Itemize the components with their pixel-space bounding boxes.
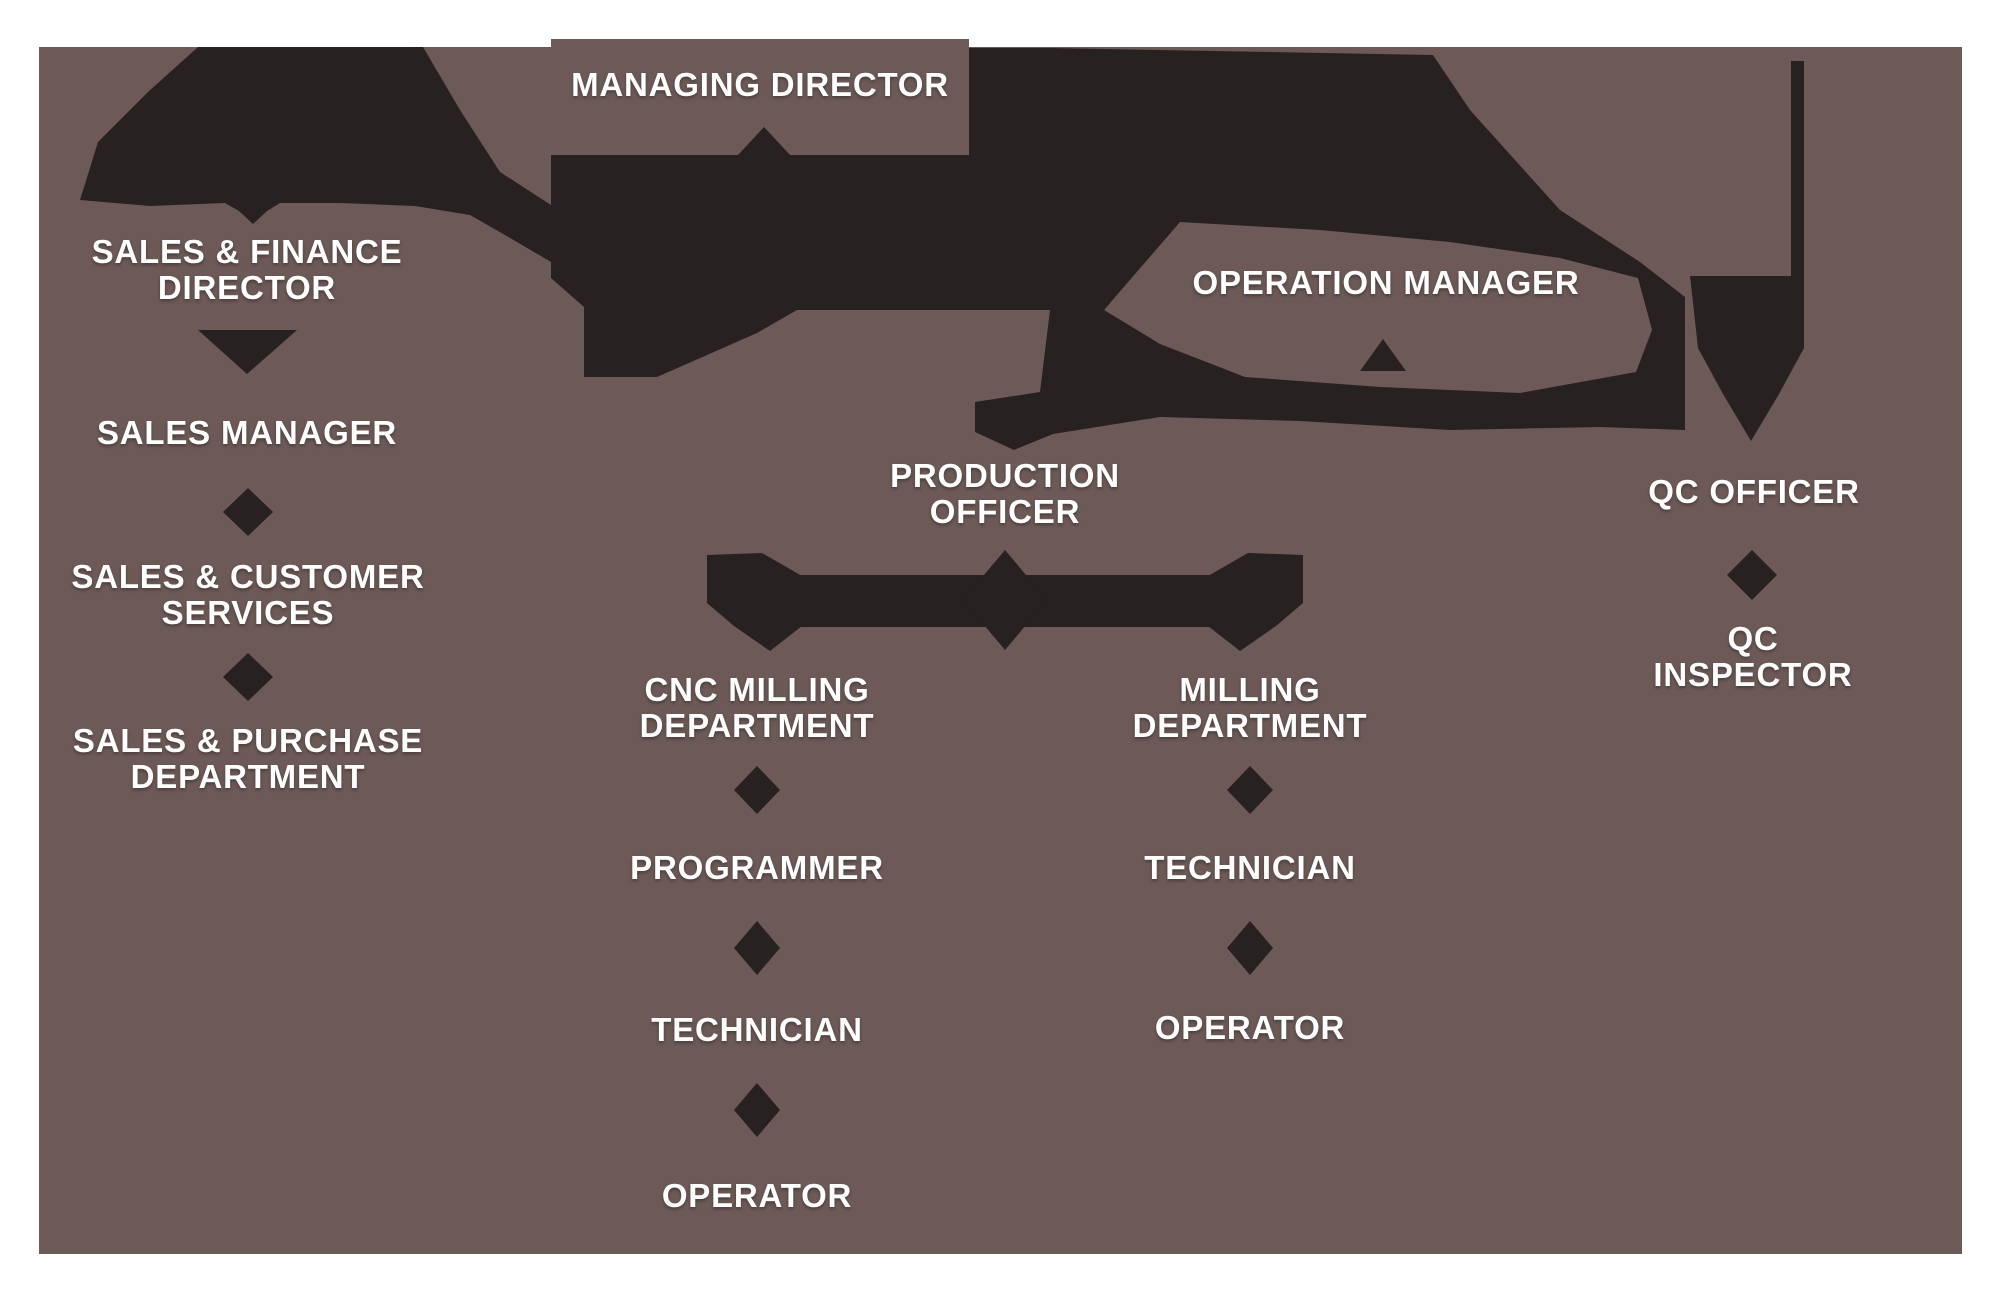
connector-tbar-center-diamond — [963, 550, 1047, 650]
node-milling-department: MILLING DEPARTMENT — [1132, 671, 1368, 744]
node-operation-manager: OPERATION MANAGER — [1192, 264, 1580, 301]
node-cnc-operator: OPERATOR — [661, 1177, 853, 1214]
connector-om-to-qc-arrow — [1690, 276, 1804, 441]
operation-manager-box — [1104, 222, 1652, 393]
connector-md-funnel — [551, 48, 1050, 377]
node-production-officer: PRODUCTION OFFICER — [890, 457, 1120, 530]
node-sales-customer-services: SALES & CUSTOMER SERVICES — [71, 558, 425, 631]
node-milling-operator: OPERATOR — [1154, 1009, 1346, 1046]
diamond-icon — [1227, 921, 1273, 975]
operation-manager-box-notch — [1360, 339, 1406, 371]
node-milling-technician: TECHNICIAN — [1144, 849, 1356, 886]
diamond-icon — [1227, 766, 1273, 814]
connector-tbar-left-arrow — [707, 553, 802, 651]
node-sales-finance-director: SALES & FINANCE DIRECTOR — [91, 233, 403, 306]
node-sales-purchase-department: SALES & PURCHASE DEPARTMENT — [72, 722, 424, 795]
node-qc-inspector: QC INSPECTOR — [1653, 620, 1853, 693]
node-qc-officer: QC OFFICER — [1648, 473, 1860, 510]
connector-md-to-sales-finance — [80, 47, 551, 262]
diamond-icon — [223, 488, 273, 536]
node-cnc-milling-department: CNC MILLING DEPARTMENT — [639, 671, 875, 744]
managing-director-box-notch — [738, 127, 790, 155]
node-sales-manager: SALES MANAGER — [96, 414, 398, 451]
diamond-icon — [734, 921, 780, 975]
diamond-icon — [734, 1083, 780, 1137]
connector-qc-drop-line — [1791, 61, 1804, 276]
node-cnc-technician: TECHNICIAN — [651, 1011, 863, 1048]
diamond-icon — [223, 653, 273, 701]
node-cnc-programmer: PROGRAMMER — [630, 849, 884, 886]
diamond-icon — [734, 766, 780, 814]
diamond-icon — [1727, 550, 1777, 600]
arrow-sfd-to-sales-manager — [198, 330, 297, 374]
connector-tbar-right-arrow — [1208, 553, 1303, 651]
node-managing-director: MANAGING DIRECTOR — [571, 66, 949, 103]
